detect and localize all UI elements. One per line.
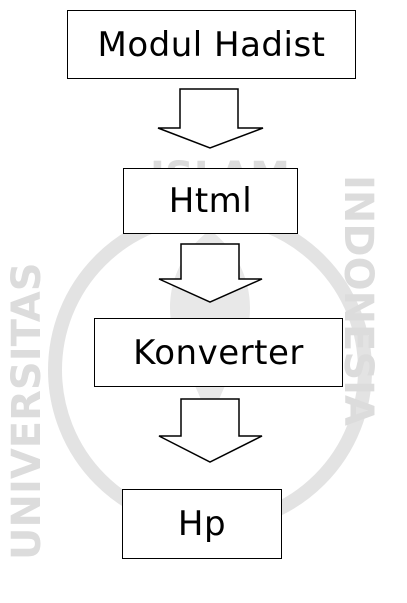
- svg-text:UNIVERSITAS: UNIVERSITAS: [4, 262, 50, 560]
- node-konverter: Konverter: [94, 318, 343, 387]
- edge-arrow-3: [158, 398, 263, 463]
- edge-arrow-2: [158, 243, 263, 303]
- edge-arrow-1: [157, 88, 264, 149]
- node-label: Hp: [177, 504, 227, 544]
- node-label: Konverter: [133, 332, 304, 373]
- node-label: Html: [168, 181, 253, 221]
- node-modul-hadist: Modul Hadist: [67, 10, 356, 79]
- svg-text:INDONESIA: INDONESIA: [335, 175, 381, 426]
- node-hp: Hp: [122, 489, 282, 559]
- node-html: Html: [123, 168, 298, 234]
- node-label: Modul Hadist: [97, 24, 326, 65]
